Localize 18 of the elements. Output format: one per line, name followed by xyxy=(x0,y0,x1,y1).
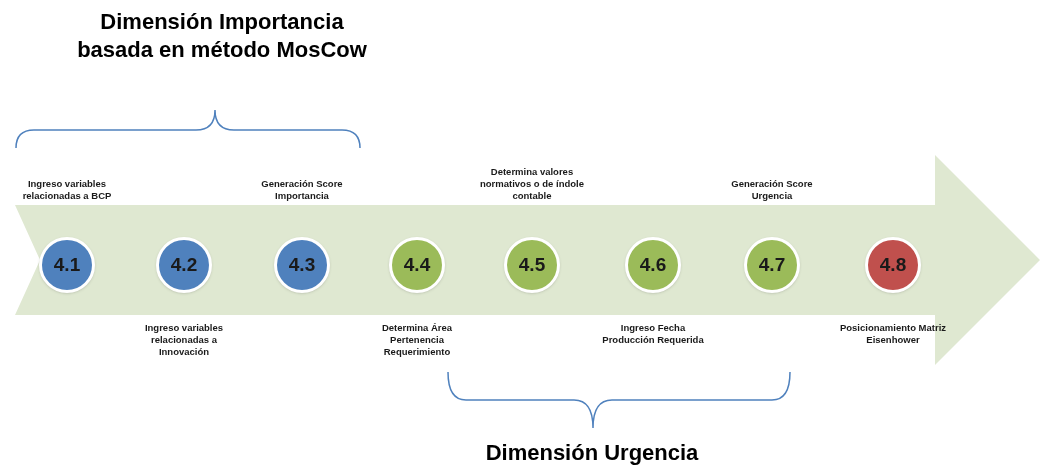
step-caption: Generación Score Urgencia xyxy=(730,177,814,202)
heading: Dimensión Importancia basada en método MosCow xyxy=(76,8,368,64)
step-number: 4.5 xyxy=(518,252,546,277)
step-caption: Posicionamiento Matriz Eisenhower xyxy=(838,322,948,346)
step-number: 4.1 xyxy=(53,252,81,277)
step-number: 4.3 xyxy=(288,252,316,277)
step-number: 4.6 xyxy=(639,252,667,277)
step-number: 4.4 xyxy=(403,252,431,277)
step-caption: Determina Área Pertenencia Requerimiento xyxy=(380,322,454,358)
step-caption: Generación Score Importancia xyxy=(260,177,344,202)
step-caption: Ingreso variables relacionadas a BCP xyxy=(21,177,113,202)
step-number: 4.7 xyxy=(758,252,786,277)
heading: Dimensión Urgencia xyxy=(484,440,700,466)
step-number: 4.8 xyxy=(879,252,907,277)
step-caption: Determina valores normativos o de índole contable xyxy=(479,165,585,202)
step-number: 4.2 xyxy=(170,252,198,277)
step-caption: Ingreso variables relacionadas a Innovación xyxy=(143,322,225,358)
step-caption: Ingreso Fecha Producción Requerida xyxy=(601,322,705,346)
